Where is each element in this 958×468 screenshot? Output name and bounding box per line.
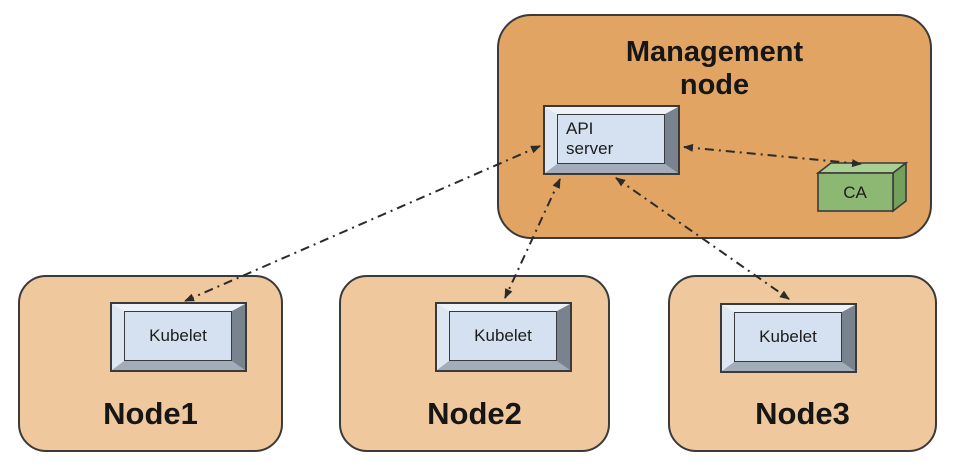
api-server-bevel: API server <box>545 107 678 173</box>
ca-box: CA <box>815 161 909 213</box>
node3-group: Kubelet Node3 <box>668 275 937 452</box>
node1-label: Node1 <box>103 396 198 431</box>
kubelet-label-node2: Kubelet <box>474 326 532 345</box>
management-node-label: Management node <box>625 36 804 101</box>
node3-label: Node3 <box>755 396 850 431</box>
kubelet-box-node1: Kubelet <box>110 302 247 372</box>
ca-box-front-face <box>817 172 894 212</box>
kubelet-label-node1: Kubelet <box>149 326 207 345</box>
ca-box-top-face <box>815 162 909 174</box>
node2-group: Kubelet Node2 <box>339 275 610 452</box>
kubelet-bevel: Kubelet <box>437 304 570 370</box>
kubelet-box-node2: Kubelet <box>435 302 572 372</box>
ca-label: CA <box>843 183 867 202</box>
kubelet-label-node3: Kubelet <box>759 327 817 346</box>
api-server-box: API server <box>543 105 680 175</box>
kubelet-bevel: Kubelet <box>722 305 855 371</box>
management-node-group: Management node API server CA <box>497 14 932 239</box>
kubelet-box-node3: Kubelet <box>720 303 857 373</box>
node1-group: Kubelet Node1 <box>18 275 283 452</box>
node2-label: Node2 <box>427 396 522 431</box>
kubelet-bevel: Kubelet <box>112 304 245 370</box>
api-server-label: API server <box>566 119 614 158</box>
